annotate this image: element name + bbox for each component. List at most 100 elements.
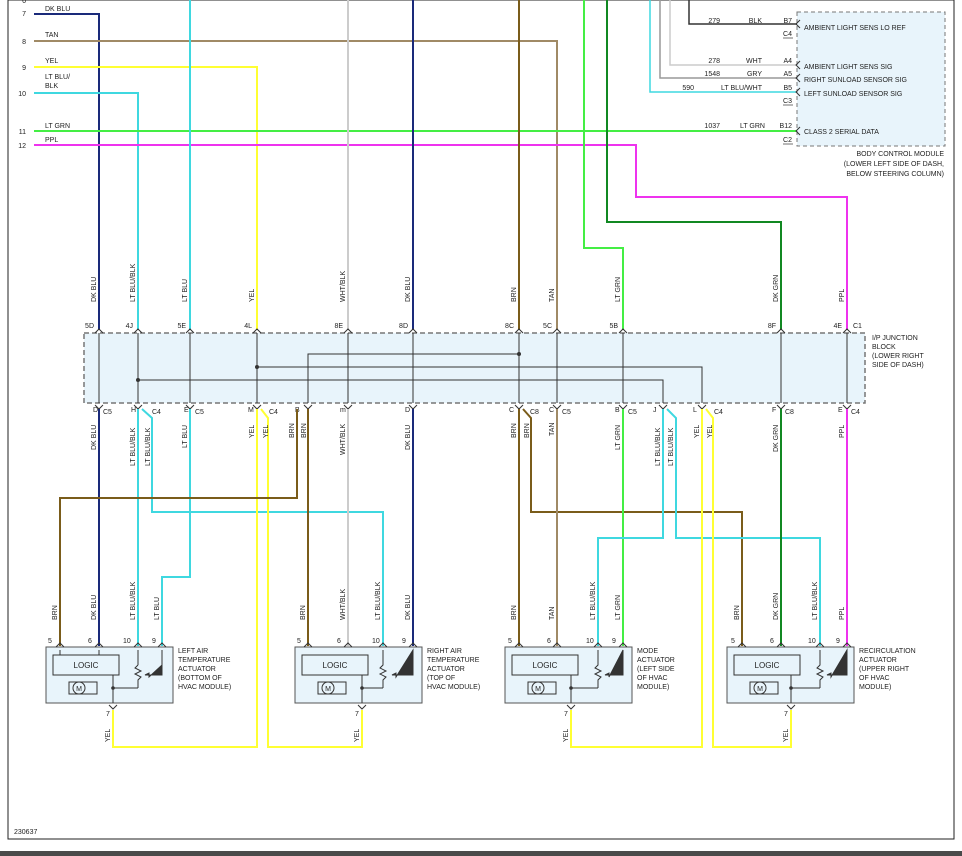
top-wires — [34, 0, 848, 330]
act3-label-pin5: BRN — [511, 605, 518, 620]
act1-motor-housing — [68, 681, 98, 695]
act1-pin-10: 10 — [123, 638, 131, 645]
junction-title-1: I/P JUNCTION — [872, 335, 918, 342]
act2-label-pin5: BRN — [300, 605, 307, 620]
body-control-module: 279 BLK B7 C4 AMBIENT LIGHT SENS LO REF … — [682, 11, 946, 178]
jb-bpin-m2: m — [340, 407, 346, 414]
jb-bconn-c5-2: C5 — [195, 409, 204, 416]
act4-title-1: RECIRCULATION — [859, 648, 916, 655]
upper-label-ppl: PPL — [839, 289, 846, 302]
act1-pin-7: 7 — [106, 711, 110, 718]
act2-pin-9: 9 — [402, 638, 406, 645]
jb-bconn-c5-4: C5 — [628, 409, 637, 416]
bcm-subtitle-2: BELOW STEERING COLUMN) — [846, 171, 944, 178]
jb-bpin-c2: C — [549, 407, 554, 414]
junction-title-3: (LOWER RIGHT — [872, 353, 924, 360]
act3-label-pin7: YEL — [563, 729, 570, 742]
jb-pin-8e: 8E — [334, 323, 343, 330]
bcm-conn-c2: C2 — [783, 137, 792, 144]
low-label-brn-2: BRN — [301, 423, 308, 438]
act1-label-pin9: LT BLU — [154, 597, 161, 620]
upper-label-dkblu-1: DK BLU — [91, 277, 98, 302]
bcm-color-gry: GRY — [747, 71, 762, 78]
jb-bconn-c5-3: C5 — [562, 409, 571, 416]
left-pin-7: 7 — [22, 11, 26, 18]
junction-block-box — [83, 332, 866, 404]
upper-label-ltblu: LT BLU — [182, 279, 189, 302]
wire-yel-act3 — [570, 409, 703, 748]
act1-title-4: (BOTTOM OF — [178, 675, 222, 682]
act4-title-2: ACTUATOR — [859, 657, 897, 664]
act3-title-5: MODULE) — [637, 684, 669, 691]
act3-motor-label: M — [535, 686, 541, 693]
act2-wiper — [391, 648, 414, 679]
act2-title-3: ACTUATOR — [427, 666, 465, 673]
left-pin-10: 10 — [18, 91, 26, 98]
act3-title-1: MODE — [637, 648, 658, 655]
left-label-tan: TAN — [45, 32, 58, 39]
low-label-ppl: PPL — [839, 425, 846, 438]
jb-bpin-c: C — [509, 407, 514, 414]
act1-title-1: LEFT AIR — [178, 648, 208, 655]
act4-label-pin10: LT BLU/BLK — [812, 581, 819, 620]
upper-label-dkgrn: DK GRN — [773, 275, 780, 302]
act2-title-1: RIGHT AIR — [427, 648, 462, 655]
act3-title-2: ACTUATOR — [637, 657, 675, 664]
bottom-scrollbar[interactable] — [0, 851, 962, 856]
jb-bpin-h: H — [131, 407, 136, 414]
act1-title-3: ACTUATOR — [178, 666, 216, 673]
jb-bconn-c4-4: C4 — [851, 409, 860, 416]
act1-internal — [59, 650, 163, 689]
jb-pin-5d: 5D — [85, 323, 94, 330]
jb-pin-8d: 8D — [399, 323, 408, 330]
wire-ltblublk-act4 — [666, 408, 821, 646]
jb-bpin-f: F — [772, 407, 776, 414]
bcm-conn-c3: C3 — [783, 98, 792, 105]
actuator-recirculation: BRN DK GRN LT BLU/BLK PPL 5 6 10 9 LOGIC… — [726, 581, 916, 742]
actuator-right-air-temp: BRN WHT/BLK LT BLU/BLK DK BLU 5 6 10 9 L… — [294, 581, 480, 742]
low-label-ltgrn: LT GRN — [615, 425, 622, 450]
lower-wires — [59, 408, 848, 748]
wire-yel-act2 — [260, 408, 363, 748]
upper-vertical-labels: DK BLU LT BLU/BLK LT BLU YEL WHT/BLK DK … — [91, 263, 846, 302]
act3-potentiometer-icon — [593, 650, 603, 688]
upper-label-whtblk: WHT/BLK — [340, 271, 347, 302]
actuator-connector-marks — [55, 642, 852, 710]
act3-pin-5: 5 — [508, 638, 512, 645]
bcm-sig-class2: CLASS 2 SERIAL DATA — [804, 129, 879, 136]
act4-label-pin9: PPL — [839, 607, 846, 620]
act4-label-pin5: BRN — [734, 605, 741, 620]
act4-label-pin6: DK GRN — [773, 593, 780, 620]
left-label-ppl: PPL — [45, 137, 58, 144]
left-pin-12: 12 — [18, 143, 26, 150]
wire-ltblublk-top — [34, 92, 139, 330]
bcm-circuit-590: 590 — [682, 85, 694, 92]
jb-bconn-c4-3: C4 — [714, 409, 723, 416]
bcm-pin-a4: A4 — [783, 58, 792, 65]
upper-label-ltblublk: LT BLU/BLK — [130, 263, 137, 302]
act1-wiper — [144, 663, 163, 679]
jb-pin-4l: 4L — [244, 323, 252, 330]
act3-label-pin6: TAN — [549, 607, 556, 620]
act2-pin-5: 5 — [297, 638, 301, 645]
bcm-circuit-1548: 1548 — [704, 71, 720, 78]
bcm-circuit-278: 278 — [708, 58, 720, 65]
left-label-ltblublk-2: BLK — [45, 83, 59, 90]
wire-bcm-blk — [688, 0, 797, 25]
act2-label-pin6: WHT/BLK — [340, 589, 347, 620]
bcm-connector-marks — [795, 19, 801, 136]
act2-label-pin7: YEL — [354, 729, 361, 742]
jb-bpin-e: E — [184, 407, 189, 414]
junction-title-4: SIDE OF DASH) — [872, 362, 924, 369]
act4-pin-10: 10 — [808, 638, 816, 645]
low-label-yel-1: YEL — [249, 425, 256, 438]
act1-pin-9: 9 — [152, 638, 156, 645]
wire-dkblu-left — [34, 13, 100, 330]
low-label-dkblu-2: DK BLU — [405, 425, 412, 450]
wire-yel-act4 — [705, 408, 792, 748]
bcm-color-wht: WHT — [746, 58, 763, 65]
bcm-color-ltbluwht: LT BLU/WHT — [721, 85, 763, 92]
bcm-color-ltgrn: LT GRN — [740, 123, 765, 130]
act1-pin-5: 5 — [48, 638, 52, 645]
low-label-yel-4: YEL — [707, 425, 714, 438]
